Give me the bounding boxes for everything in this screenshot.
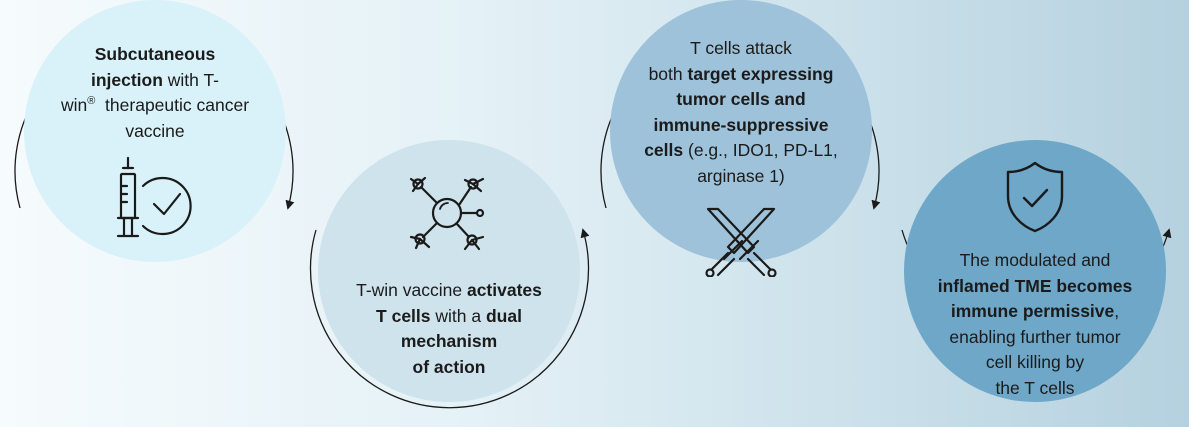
text-line: of action (356, 355, 542, 381)
text-run: immune permissive (950, 301, 1115, 321)
text-run: T cells attack (690, 38, 792, 58)
text-run: with T- (162, 69, 220, 90)
molecule-network-icon (407, 173, 491, 253)
text-run: , (1114, 301, 1120, 321)
text-line: vaccine (61, 119, 249, 145)
text-line: tumor cells and (644, 87, 838, 113)
syringe-check-icon (110, 156, 200, 246)
crossed-swords-icon (696, 205, 786, 277)
text-run: cells (644, 140, 684, 160)
text-run: with a (430, 305, 486, 326)
text-run: cell killing by (985, 352, 1085, 372)
text-line: T cells attack (644, 36, 838, 62)
text-run: of action (412, 356, 486, 377)
text-run: dual (485, 305, 522, 326)
text-run: win (60, 95, 88, 115)
text-run: injection (90, 69, 163, 90)
text-run: activates (466, 280, 542, 300)
text-line: injection with T- (61, 68, 249, 94)
text-run: vaccine (125, 120, 185, 141)
text-line: cell killing by (938, 350, 1133, 376)
step-4-text: The modulated and inflamed TME becomes imm… (916, 248, 1155, 401)
text-run: immune-suppressive (653, 114, 829, 135)
text-run: mechanism (400, 331, 498, 351)
text-line: immune permissive, (938, 299, 1133, 325)
text-run: inflamed TME becomes (937, 275, 1133, 296)
step-1-circle: Subcutaneous injection with T-win® therap… (24, 0, 286, 262)
text-run: tumor cells and (676, 89, 806, 109)
text-run: target expressing (687, 63, 834, 84)
text-run: The modulated and (959, 250, 1111, 270)
text-line: T-win vaccine activates (356, 278, 542, 304)
text-run: T cells (376, 305, 431, 326)
text-line: The modulated and (938, 248, 1133, 274)
text-line: enabling further tumor (938, 325, 1133, 351)
text-line: both target expressing (644, 62, 838, 88)
text-line: arginase 1) (644, 164, 838, 190)
text-run: T-win vaccine (356, 280, 467, 300)
text-line: win® therapeutic cancer (61, 93, 249, 119)
step-4-circle: The modulated and inflamed TME becomes imm… (904, 140, 1166, 402)
step-1-text: Subcutaneous injection with T-win® therap… (39, 42, 271, 144)
text-line: inflamed TME becomes (938, 274, 1133, 300)
text-run: ® (87, 95, 96, 107)
text-run: Subcutaneous (94, 44, 216, 64)
text-run: enabling further tumor (949, 326, 1121, 347)
shield-check-icon (1004, 160, 1066, 234)
text-run: the T cells (995, 377, 1075, 398)
text-line: Subcutaneous (61, 42, 249, 68)
text-line: mechanism (356, 329, 542, 355)
text-run: (e.g., IDO1, PD-L1, (683, 140, 838, 160)
text-line: immune-suppressive (644, 113, 838, 139)
text-run: therapeutic cancer (95, 95, 250, 115)
text-run: both (648, 63, 688, 84)
arc-arrow-2 (309, 228, 590, 409)
text-line: T cells with a dual (356, 304, 542, 330)
text-line: the T cells (938, 376, 1133, 402)
text-line: cells (e.g., IDO1, PD-L1, (644, 138, 838, 164)
text-run: arginase 1) (697, 165, 785, 186)
